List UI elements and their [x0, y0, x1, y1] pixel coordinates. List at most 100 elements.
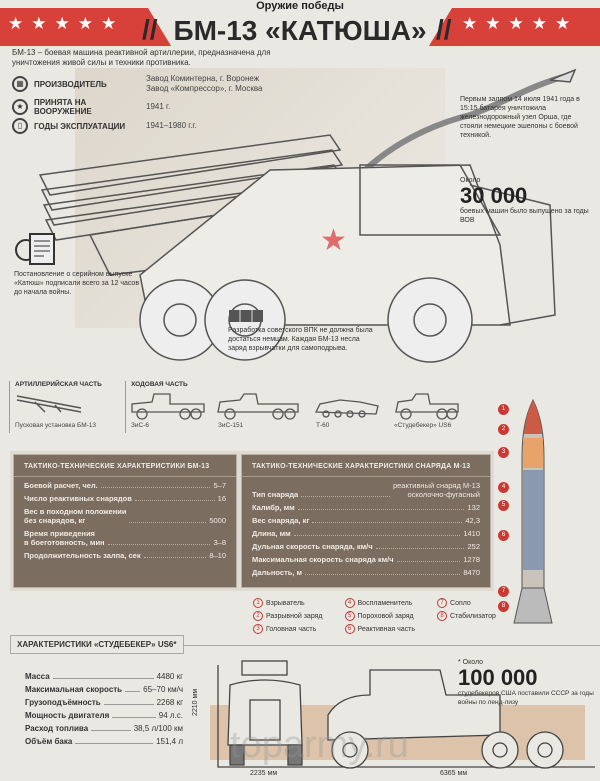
leader-line — [125, 691, 141, 692]
legend-label: Воспламенитель — [357, 599, 413, 607]
dynamite-icon — [229, 310, 263, 322]
spec-value: 94 л.с. — [158, 711, 183, 720]
leader-dots — [293, 535, 461, 536]
decree-note: Постановление о серийном выпуске «Катюш»… — [14, 271, 140, 296]
page-subtitle: Оружие победы — [0, 0, 600, 13]
leader-dots — [297, 509, 465, 510]
first-salvo-note: Первым залпом 14 июля 1941 года в 15:15 … — [460, 96, 580, 139]
leader-dots — [143, 557, 207, 558]
leader-line — [75, 743, 154, 744]
rocket-part-marker: 2 — [498, 424, 509, 435]
produced-stat: Около 30 000 боевых машин было выпущено … — [460, 177, 589, 224]
legend-label: Стабилизатор — [450, 612, 496, 620]
height-label: 2210 мм — [192, 688, 199, 716]
spec-value: 8470 — [463, 568, 480, 577]
rocket-part-marker: 8 — [498, 601, 509, 612]
legend-number: 6 — [344, 624, 355, 634]
katyusha-truck-drawing: ★ — [38, 68, 577, 363]
spec-row: Дальность, м 8470 — [242, 568, 490, 577]
spec-value: 5–7 — [213, 481, 226, 490]
spec-label: Дульная скорость снаряда, км/ч — [252, 542, 373, 551]
leader-dots — [396, 561, 461, 562]
spec-row: Калибр, мм 132 — [242, 503, 490, 512]
spec-value: 65–70 км/ч — [143, 685, 183, 694]
legend-label: Реактивная часть — [357, 625, 416, 633]
m13-specs-panel: ТАКТИКО-ТЕХНИЧЕСКИЕ ХАРАКТЕРИСТИКИ СНАРЯ… — [238, 451, 494, 591]
spec-label: Дальность, м — [252, 568, 303, 577]
spec-label: Максимальная скорость — [25, 685, 123, 694]
divider — [9, 381, 10, 433]
spec-row: Число реактивных снарядов 16 — [14, 494, 236, 503]
leader-line — [103, 704, 154, 705]
spec-value: 5000 — [209, 516, 226, 525]
legend-label: Взрыватель — [266, 599, 305, 607]
legend-number: 1 — [253, 598, 263, 608]
spec-label: Мощность двигателя — [25, 711, 110, 720]
spec-label: Число реактивных снарядов — [24, 494, 132, 503]
spec-label: Калибр, мм — [252, 503, 295, 512]
factory-icon: ▦ — [12, 76, 28, 92]
description: БМ-13 – боевая машина реактивной артилле… — [12, 48, 271, 67]
rocket-part-marker: 4 — [498, 482, 509, 493]
spec-label: Масса — [25, 672, 50, 681]
spec-row: Вес снаряда, кг 42,3 — [242, 516, 490, 525]
legend-number: 3 — [253, 624, 263, 634]
leader-line — [91, 730, 131, 731]
spec-label: Длина, мм — [252, 529, 291, 538]
legend-number: 4 — [344, 598, 355, 608]
leader-dots — [107, 544, 211, 545]
spec-row: Мощность двигателя 94 л.с. — [25, 711, 183, 720]
leader-line — [52, 678, 154, 679]
spec-label: Продолжительность залпа, сек — [24, 551, 141, 560]
legend-number: 5 — [344, 611, 355, 621]
leader-line — [112, 717, 156, 718]
spec-value: 1410 — [463, 529, 480, 538]
spec-label: Вес снаряда, кг — [252, 516, 310, 525]
watermark: toparmy.ru — [230, 724, 409, 766]
spec-label: Объём бака — [25, 737, 73, 746]
spec-label: Расход топлива — [25, 724, 89, 733]
stars-left: ★★★★★ — [8, 14, 125, 33]
vehicle-label: ЗиС-151 — [218, 422, 244, 429]
vehicle-label: Т-60 — [316, 422, 330, 429]
launcher-label: Пусковая установка БМ-13 — [15, 422, 97, 429]
spec-row: Длина, мм 1410 — [242, 529, 490, 538]
spec-value: 151,4 л — [156, 737, 183, 746]
chassis-part-title: ХОДОВАЯ ЧАСТЬ — [131, 381, 188, 388]
spec-value: 16 — [217, 494, 226, 503]
legend-number: 7 — [437, 598, 448, 608]
bm13-specs-title: ТАКТИКО-ТЕХНИЧЕСКИЕ ХАРАКТЕРИСТИКИ БМ-13 — [14, 455, 236, 477]
supplied-stat: * Около 100 000 студебекеров США постави… — [458, 659, 594, 706]
leader-dots — [375, 548, 465, 549]
header-gap — [148, 8, 452, 48]
page-title: БМ-13 «КАТЮША» — [173, 15, 427, 46]
stars-right: ★★★★★ — [462, 14, 579, 33]
rocket-part-marker: 7 — [498, 586, 509, 597]
vehicle-label: «Студебекер» US6 — [394, 422, 452, 429]
studebaker-drawing — [217, 660, 595, 769]
bm13-specs-panel: ТАКТИКО-ТЕХНИЧЕСКИЕ ХАРАКТЕРИСТИКИ БМ-13… — [10, 451, 240, 591]
leader-dots — [129, 522, 207, 523]
spec-value: 42,3 — [465, 516, 480, 525]
info-row-service-years: ▯ ГОДЫ ЭКСПЛУАТАЦИИ 1941–1980 г.г. — [12, 118, 312, 134]
document-icon — [15, 233, 55, 265]
legend-label: Пороховой заряд — [357, 612, 414, 620]
spec-value: 132 — [467, 503, 480, 512]
spec-value: 1278 — [463, 555, 480, 564]
info-row-manufacturer: ▦ ПРОИЗВОДИТЕЛЬ Завод Коминтерна, г. Вор… — [12, 74, 312, 94]
spec-row: Боевой расчет, чел.5–7 — [14, 481, 236, 490]
divider — [10, 645, 600, 646]
spec-label: Тип снаряда — [252, 490, 299, 499]
leader-dots — [100, 487, 211, 488]
chassis-vehicles-drawing — [131, 393, 459, 420]
